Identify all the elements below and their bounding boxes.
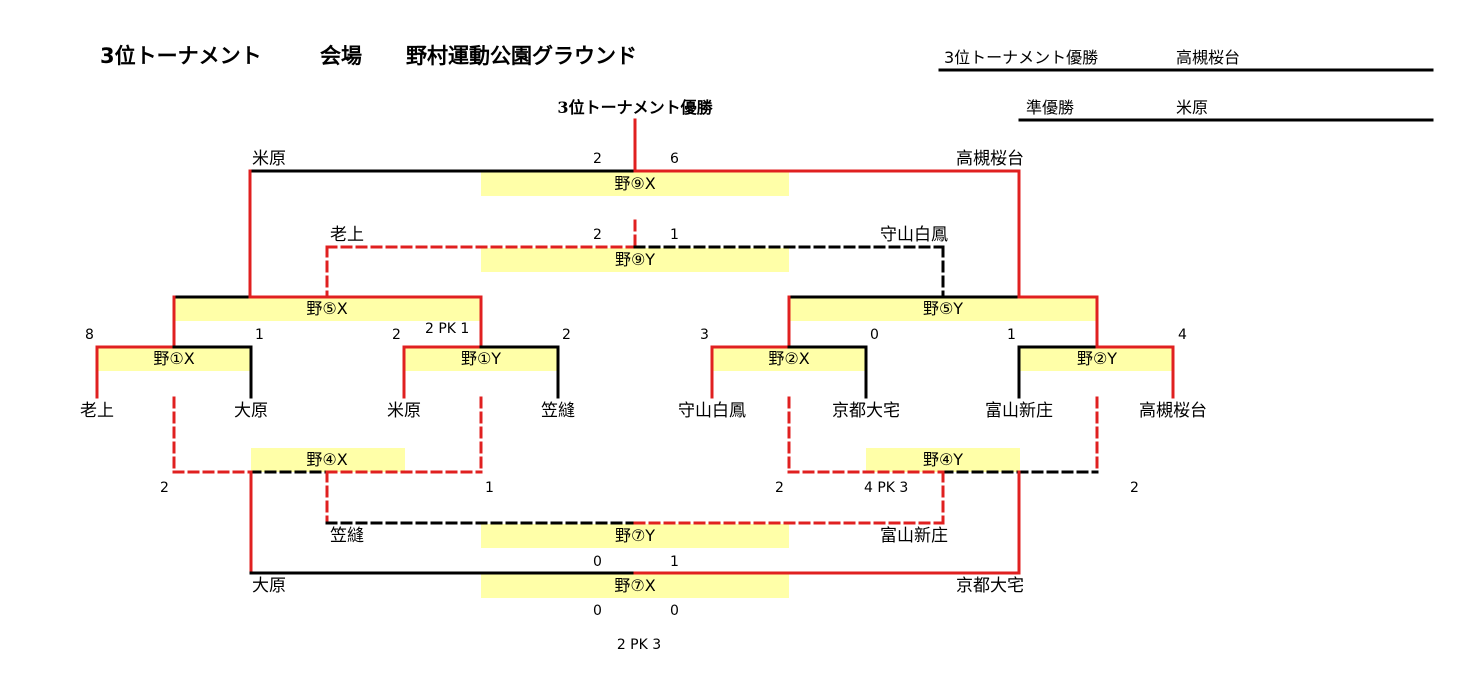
winner-label: 3位トーナメント優勝	[944, 48, 1099, 67]
m1x-label: 野①X	[153, 349, 195, 368]
match-box-7x	[481, 574, 789, 598]
m4y-label: 野④Y	[922, 450, 964, 469]
semi-left-score: 2	[593, 227, 602, 243]
match-box-2x	[174, 297, 482, 321]
m2y-right-score: 4	[1178, 327, 1187, 343]
tournament-label: 3位トーナメント	[100, 44, 262, 68]
m7y-left-score: 0	[593, 554, 602, 570]
semi-right-score: 1	[670, 227, 679, 243]
team-kyoto-1: 京都大宅	[832, 401, 900, 421]
m4x-right-score: 1	[485, 480, 494, 496]
match-box-2y	[789, 297, 1097, 321]
m2x-label: 野②X	[768, 349, 810, 368]
match-box-semi	[481, 248, 789, 272]
semi-left-team: 老上	[330, 225, 364, 245]
match-box-4y	[866, 448, 1020, 472]
m2x-right-score: 0	[870, 327, 879, 343]
m1y-label: 野①Y	[460, 349, 502, 368]
match-box-2y-first	[1019, 347, 1173, 371]
m7y-left-team: 笠縫	[330, 526, 364, 546]
m4x-label: 野④X	[306, 450, 348, 469]
final-right-team: 高槻桜台	[956, 149, 1024, 169]
m1y-left-score: 2	[392, 327, 401, 343]
winner-team: 高槻桜台	[1176, 48, 1241, 67]
match-box-1x	[97, 347, 251, 371]
match-box-1y	[404, 347, 558, 371]
m7x-left-team: 大原	[252, 576, 286, 596]
final-left-team: 米原	[252, 149, 286, 169]
match-box-final	[481, 172, 789, 196]
team-oiue-1: 老上	[80, 401, 114, 421]
runner-up-label: 準優勝	[1026, 98, 1075, 117]
venue-label: 会場	[320, 44, 362, 68]
m2y-left-score: 1	[1007, 327, 1016, 343]
m2y-label: 野②Y	[1076, 349, 1118, 368]
m7x-right-team: 京都大宅	[956, 576, 1024, 596]
m7x-label: 野⑦X	[614, 576, 656, 595]
match-box-4x	[251, 448, 405, 472]
m4y-pk: 4 PK 3	[864, 480, 909, 496]
m7x-left-score: 0	[593, 603, 602, 619]
team-ohara-1: 大原	[234, 401, 268, 421]
match-5x-pk: 2 PK 1	[425, 321, 470, 337]
venue-name: 野村運動公園グラウンド	[406, 44, 637, 68]
runner-up-team: 米原	[1176, 98, 1209, 117]
team-toyama-1: 富山新庄	[985, 401, 1053, 421]
final-right-score: 6	[670, 151, 679, 167]
m1x-right-score: 1	[255, 327, 264, 343]
team-takatsuki-1: 高槻桜台	[1139, 401, 1207, 421]
final-title: 3位トーナメント優勝	[557, 98, 713, 117]
final-match-label: 野⑨X	[614, 174, 656, 193]
m1x-left-score: 8	[85, 327, 94, 343]
match-box-2x-first	[712, 347, 866, 371]
m7y-label: 野⑦Y	[614, 526, 656, 545]
m7y-right-score: 1	[670, 554, 679, 570]
match-5x-label: 野⑤X	[306, 299, 348, 318]
match-5y-label: 野⑤Y	[922, 299, 964, 318]
semi-right-team: 守山白鳳	[880, 225, 948, 245]
m7x-right-score: 0	[670, 603, 679, 619]
m7y-right-team: 富山新庄	[880, 526, 948, 546]
m4x-left-score: 2	[160, 480, 169, 496]
team-maibara-1: 米原	[387, 401, 421, 421]
m4y-left-score: 2	[775, 480, 784, 496]
m2x-left-score: 3	[700, 327, 709, 343]
final-left-score: 2	[593, 151, 602, 167]
m1y-right-score: 2	[562, 327, 571, 343]
m7x-pk: 2 PK 3	[616, 637, 662, 653]
semi-match-label: 野⑨Y	[614, 250, 656, 269]
team-kasanui-1: 笠縫	[541, 401, 575, 421]
team-moriyama-1: 守山白鳳	[678, 401, 746, 421]
match-box-7y	[481, 524, 789, 548]
m4y-right-score: 2	[1130, 480, 1139, 496]
